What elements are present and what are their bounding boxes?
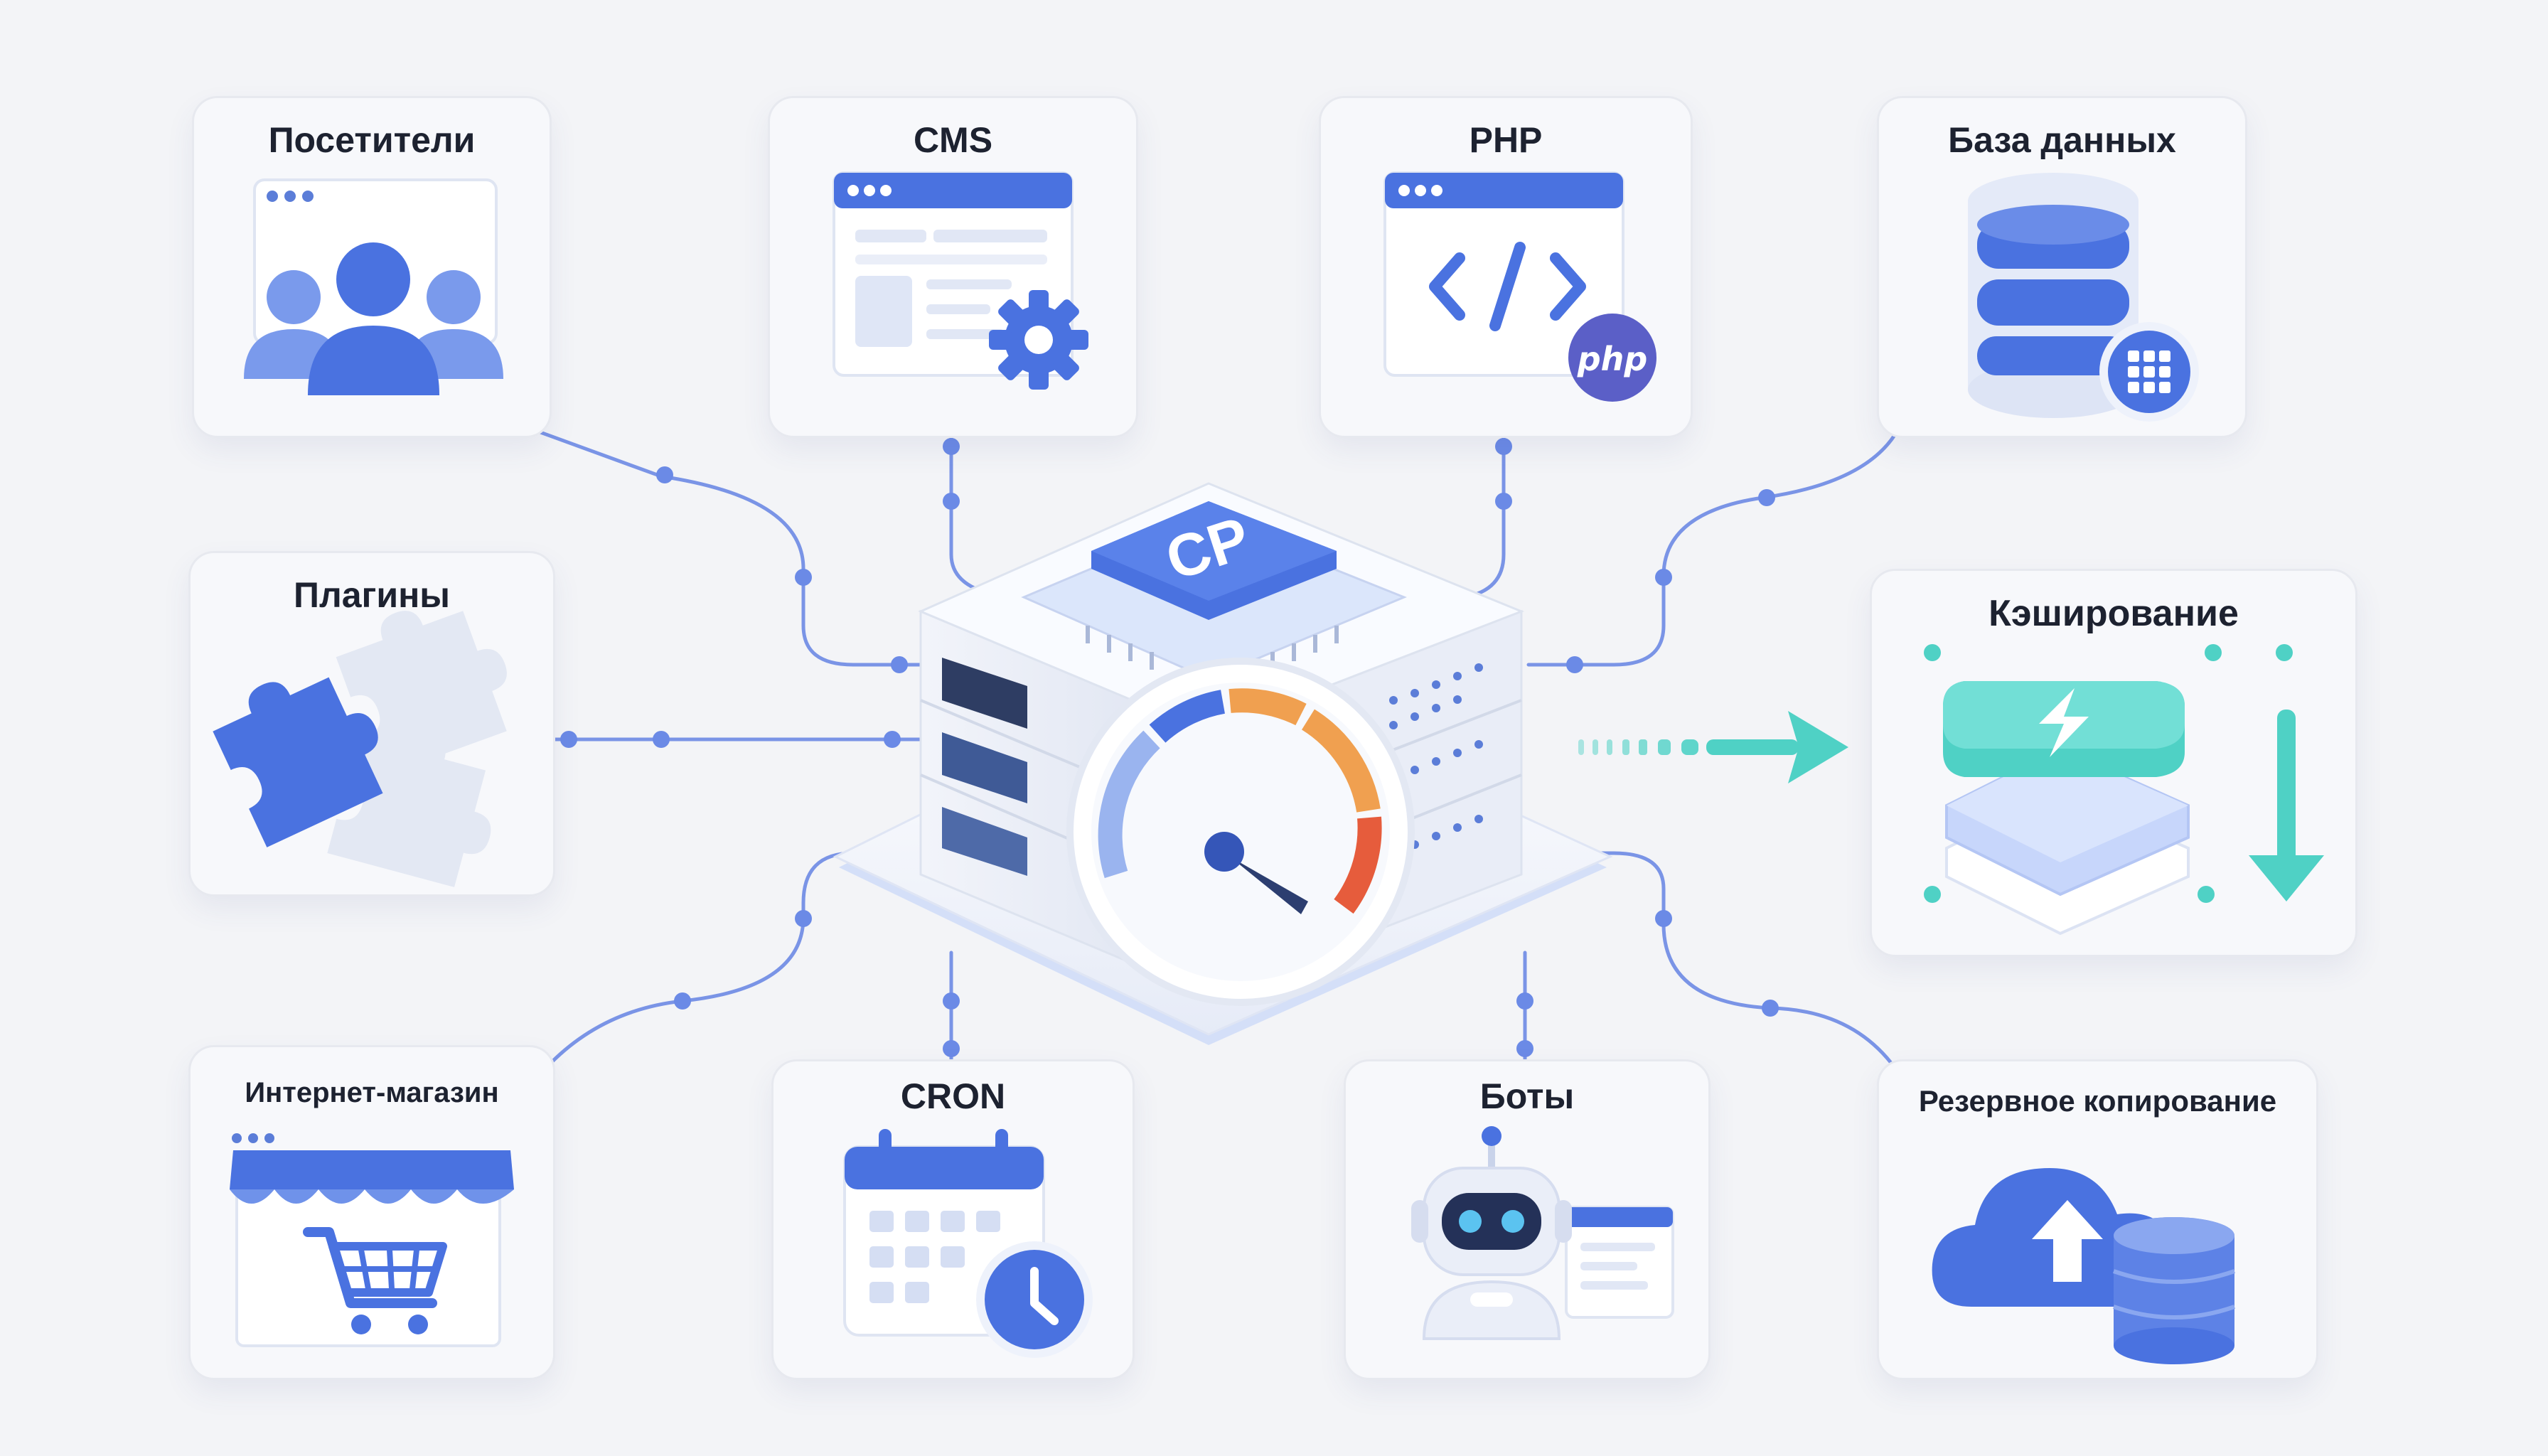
node-cms[interactable]: CMS <box>768 96 1138 438</box>
connector-dot <box>795 569 812 586</box>
cache-layers-icon <box>1924 644 2324 936</box>
node-shop[interactable]: Интернет-магазин <box>188 1045 555 1380</box>
database-icon <box>1968 173 2199 422</box>
connector-dot <box>891 656 908 673</box>
node-database[interactable]: База данных <box>1877 96 2247 438</box>
connector-dot <box>1495 493 1512 510</box>
node-php-label: PHP <box>1469 120 1543 160</box>
connector-dot <box>1516 992 1533 1010</box>
node-backup[interactable]: Резервное копирование <box>1877 1059 2318 1380</box>
connector-dot <box>1655 569 1672 586</box>
node-database-label: База данных <box>1948 120 2176 160</box>
connector-dot <box>943 992 960 1010</box>
connector-dot <box>1566 656 1583 673</box>
node-plugins[interactable]: Плагины <box>188 551 555 896</box>
node-plugins-label: Плагины <box>294 575 450 615</box>
calendar-clock-icon <box>843 1129 1093 1358</box>
connector-visitors <box>538 430 926 667</box>
cloud-upload-icon <box>1932 1168 2235 1364</box>
node-caching-label: Кэширование <box>1988 593 2239 634</box>
puzzle-icon <box>213 611 507 887</box>
connector-dot <box>560 731 577 748</box>
connector-dot <box>943 1040 960 1057</box>
connector-dot <box>795 910 812 927</box>
robot-icon <box>1411 1126 1674 1340</box>
users-icon <box>244 178 503 395</box>
caching-arrow <box>1578 711 1848 783</box>
node-backup-label: Резервное копирование <box>1918 1084 2277 1118</box>
connector-backup <box>1526 851 1893 1065</box>
connector-shop <box>549 851 855 1065</box>
storefront-cart-icon <box>230 1133 514 1347</box>
connector-dot <box>656 466 673 483</box>
connector-dot <box>674 992 691 1010</box>
node-caching[interactable]: Кэширование <box>1870 569 2357 957</box>
connector-dot <box>943 438 960 455</box>
connector-dot <box>943 493 960 510</box>
connector-dot <box>1516 1040 1533 1057</box>
node-php[interactable]: PHP php <box>1319 96 1693 438</box>
node-bots[interactable]: Боты <box>1344 1059 1711 1380</box>
connector-dot <box>1495 438 1512 455</box>
php-badge: php <box>1577 340 1648 378</box>
connector-dot <box>1758 489 1775 506</box>
connector-dot <box>884 731 901 748</box>
node-visitors-label: Посетители <box>268 120 476 160</box>
node-cms-label: CMS <box>913 120 993 160</box>
browser-gear-icon <box>833 171 1088 390</box>
connector-dot <box>653 731 670 748</box>
code-window-icon <box>1383 171 1656 402</box>
connector-dot <box>1655 910 1672 927</box>
connector-database <box>1526 433 1897 667</box>
node-bots-label: Боты <box>1479 1076 1575 1116</box>
connector-dot <box>1762 1000 1779 1017</box>
node-cron-label: CRON <box>900 1076 1006 1116</box>
node-cron[interactable]: CRON <box>771 1059 1135 1380</box>
node-shop-label: Интернет-магазин <box>245 1077 499 1108</box>
node-visitors[interactable]: Посетители <box>192 96 552 438</box>
